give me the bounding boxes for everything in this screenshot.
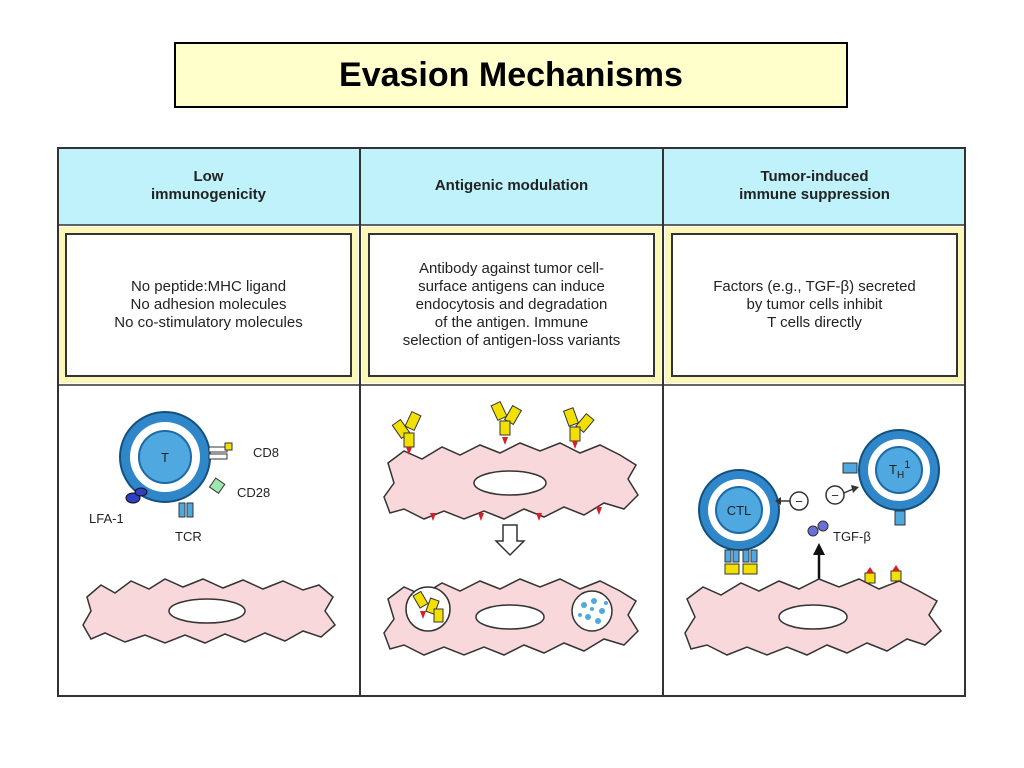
- tgf-beta-molecule: [817, 520, 829, 532]
- description-line: No co-stimulatory molecules: [114, 314, 303, 331]
- description-line: endocytosis and degradation: [415, 296, 608, 313]
- cd8-receptor: [208, 446, 228, 453]
- column-low-immunogenicity: Low immunogenicity No peptide:MHC ligand…: [57, 147, 360, 697]
- tumor-nucleus: [778, 604, 848, 630]
- description-frame: Antibody against tumor cell- surface ant…: [362, 227, 661, 383]
- arrowhead-icon: [851, 485, 859, 493]
- column-header: Tumor-induced immune suppression: [663, 147, 966, 225]
- lfa1-label: LFA-1: [89, 511, 124, 526]
- tumor-nucleus: [168, 598, 246, 624]
- description-frame: Factors (e.g., TGF-β) secreted by tumor …: [665, 227, 964, 383]
- column-header: Low immunogenicity: [57, 147, 360, 225]
- header-line: Tumor-induced: [760, 168, 869, 185]
- tumor-surface-molecules: [864, 565, 902, 584]
- description-box: No peptide:MHC ligand No adhesion molecu…: [65, 233, 352, 377]
- cd8-label: CD8: [253, 445, 279, 460]
- title-box: Evasion Mechanisms: [174, 42, 848, 108]
- description-line: No adhesion molecules: [130, 296, 287, 313]
- tumor-nucleus: [475, 604, 545, 630]
- tgf-beta-label: TGF-β: [833, 529, 871, 544]
- description-line: by tumor cells inhibit: [746, 296, 883, 313]
- cd8-receptor-tip: [224, 442, 233, 451]
- tcr-receptor: [186, 502, 194, 518]
- ctl-label: CTL: [727, 503, 752, 518]
- ctl-receptors: [724, 549, 758, 575]
- minus-sign: −: [795, 494, 803, 509]
- description-line: Factors (e.g., TGF-β) secreted: [713, 278, 916, 295]
- cd28-label: CD28: [237, 485, 270, 500]
- tumor-nucleus: [473, 470, 547, 496]
- lfa1-receptor: [134, 487, 148, 497]
- description-line: of the antigen. Immune: [434, 314, 589, 331]
- immune-suppression-illustration: CTL TH1 − −: [684, 429, 943, 656]
- column-antigenic-modulation: Antigenic modulation Antibody against tu…: [360, 147, 663, 697]
- tcr-label: TCR: [175, 529, 202, 544]
- cd8-receptor: [208, 453, 228, 460]
- minus-sign: −: [831, 488, 839, 503]
- tgf-beta-molecule: [807, 525, 819, 537]
- arrowhead-icon: [813, 543, 825, 555]
- column-header: Antigenic modulation: [360, 147, 663, 225]
- evasion-figure: Low immunogenicity No peptide:MHC ligand…: [57, 147, 966, 697]
- header-line: immune suppression: [739, 186, 890, 203]
- th1-receptor: [894, 510, 906, 526]
- cd28-receptor: [208, 477, 226, 495]
- down-arrow-icon: [494, 524, 526, 557]
- header-line: Low: [193, 168, 224, 185]
- inhibition-arrow: [843, 488, 854, 494]
- column-immune-suppression: Tumor-induced immune suppression Factors…: [663, 147, 966, 697]
- tcr-receptor: [178, 502, 186, 518]
- page-title: Evasion Mechanisms: [339, 55, 683, 94]
- description-line: surface antigens can induce: [418, 278, 605, 295]
- description-line: selection of antigen-loss variants: [402, 332, 621, 349]
- description-frame: No peptide:MHC ligand No adhesion molecu…: [59, 227, 358, 383]
- low-immunogenicity-illustration: T CD8 CD28 LFA-1 TCR: [82, 411, 337, 644]
- antibody-group: [391, 400, 595, 448]
- description-line: No peptide:MHC ligand: [130, 278, 287, 295]
- header-line: Antigenic modulation: [434, 177, 589, 194]
- header-line: immunogenicity: [150, 186, 266, 203]
- description-line: Antibody against tumor cell-: [418, 260, 605, 277]
- antigenic-modulation-illustration: [383, 400, 639, 656]
- description-box: Factors (e.g., TGF-β) secreted by tumor …: [671, 233, 958, 377]
- t-cell-label: T: [161, 450, 169, 465]
- description-box: Antibody against tumor cell- surface ant…: [368, 233, 655, 377]
- th1-receptor: [842, 462, 858, 474]
- description-line: T cells directly: [767, 314, 862, 331]
